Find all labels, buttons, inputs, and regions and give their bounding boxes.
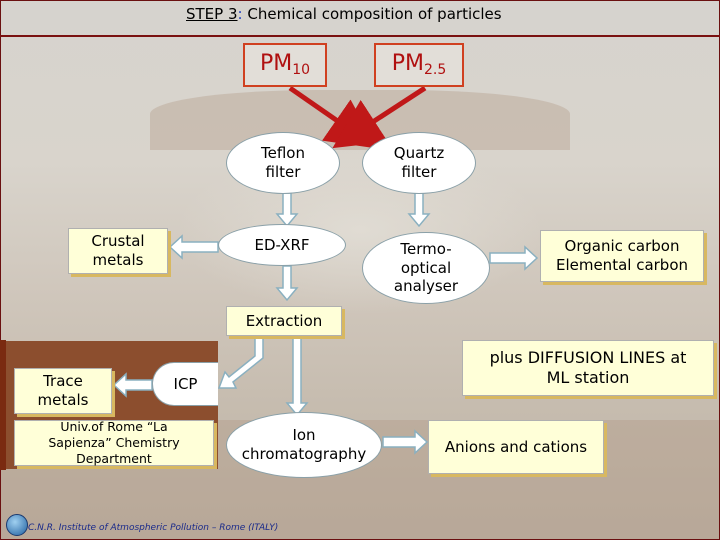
diffusion-lines-note: plus DIFFUSION LINES at ML station bbox=[462, 340, 714, 396]
arrow-edxrf-to-extraction bbox=[275, 265, 299, 302]
slide-title: STEP 3: Chemical composition of particle… bbox=[186, 5, 502, 23]
pm10-sub: 10 bbox=[292, 62, 311, 79]
anions-cations-note: Anions and cations bbox=[428, 420, 604, 474]
arrow-quartz-to-thermo bbox=[407, 192, 431, 228]
arrow-extraction-to-ion bbox=[285, 335, 309, 417]
teflon-filter: Teflon filter bbox=[226, 132, 340, 194]
step-label: STEP 3 bbox=[186, 5, 238, 23]
pm25-base: PM bbox=[391, 51, 424, 77]
carbon-note: Organic carbon Elemental carbon bbox=[540, 230, 704, 282]
edxrf-method: ED-XRF bbox=[218, 224, 346, 266]
title-separator: : bbox=[237, 5, 243, 23]
pm10-label: PM10 bbox=[260, 50, 310, 80]
icp-method: ICP bbox=[152, 362, 218, 406]
arrow-edxrf-to-crustal bbox=[168, 234, 219, 260]
arrow-pm25-to-teflon bbox=[332, 85, 427, 149]
crustal-metals-note: Crustal metals bbox=[68, 228, 168, 274]
pm25-label: PM2.5 bbox=[392, 50, 447, 80]
arrow-icp-to-trace bbox=[112, 372, 153, 398]
extraction-note: Extraction bbox=[226, 306, 342, 336]
arrow-ion-to-anions bbox=[382, 429, 429, 455]
arrow-thermo-to-carbon bbox=[489, 245, 539, 271]
pm10-base: PM bbox=[259, 51, 293, 77]
title-text: Chemical composition of particles bbox=[247, 5, 502, 23]
pm25-sub: 2.5 bbox=[423, 62, 447, 79]
sapienza-lab-note: Univ.of Rome “La Sapienza” Chemistry Dep… bbox=[14, 419, 214, 466]
left-accent-bar bbox=[0, 340, 6, 470]
quartz-filter: Quartz filter bbox=[362, 132, 476, 194]
thermo-method: Termo-optical analyser bbox=[362, 232, 490, 304]
pm25-box: PM2.5 bbox=[374, 43, 464, 87]
arrow-extraction-to-icp bbox=[217, 335, 264, 389]
arrow-teflon-to-edxrf bbox=[275, 192, 299, 228]
cnr-logo-icon bbox=[6, 514, 28, 536]
trace-metals-note: Trace metals bbox=[14, 368, 112, 414]
footer-credit: C.N.R. Institute of Atmospheric Pollutio… bbox=[28, 523, 279, 533]
ion-chromatography-method: Ion chromatography bbox=[226, 412, 382, 478]
pm10-box: PM10 bbox=[243, 43, 327, 87]
title-rule bbox=[0, 35, 720, 37]
